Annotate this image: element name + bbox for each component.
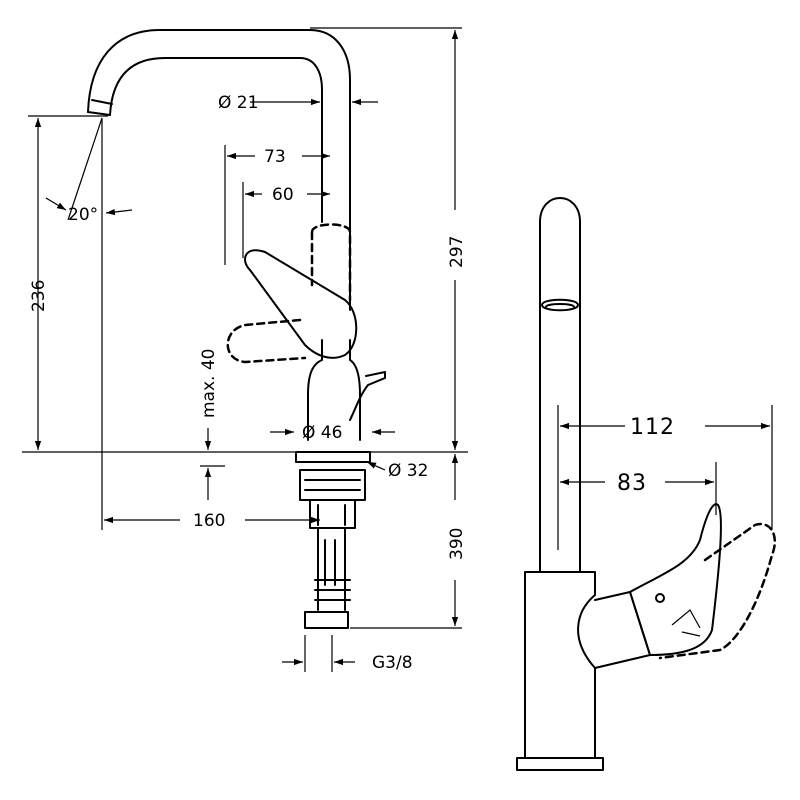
- hoses: [314, 527, 351, 611]
- label-thread: G3/8: [372, 653, 413, 673]
- lever-handle: [244, 249, 358, 359]
- mounting-nut: [299, 469, 366, 501]
- base-plate: [295, 451, 371, 463]
- faucet-body: [307, 339, 361, 441]
- hose-nut: [304, 611, 349, 629]
- side-lever-grip: [629, 503, 722, 656]
- label-angle: 20°: [68, 205, 98, 225]
- front-view: Ø 21 73 60 20° 236 297 max.: [22, 27, 468, 673]
- label-height-297: 297: [447, 236, 467, 268]
- side-tube: [539, 197, 581, 573]
- side-lever-dot: [655, 593, 665, 603]
- lever-side-dashed: [226, 318, 307, 364]
- label-dia-spout: Ø 21: [218, 93, 258, 113]
- side-base: [516, 757, 604, 771]
- label-shank-390: 390: [447, 528, 467, 560]
- spout-outer: [87, 29, 351, 311]
- side-lever-dashed: [658, 522, 777, 660]
- spout-inner: [109, 57, 323, 223]
- shank: [309, 499, 356, 529]
- label-height-236: 236: [29, 280, 49, 312]
- label-reach-73: 73: [264, 147, 286, 167]
- side-view: 112 83: [516, 197, 777, 771]
- label-dia-base: Ø 46: [302, 423, 342, 443]
- label-reach-160: 160: [193, 511, 225, 531]
- label-dia-shank: Ø 32: [388, 461, 428, 481]
- lever-up-dashed: [310, 223, 352, 302]
- aerator-tip: [87, 99, 113, 116]
- label-reach-60: 60: [272, 185, 294, 205]
- popup-rod: [349, 371, 386, 421]
- side-aerator: [541, 298, 579, 312]
- label-handle-112: 112: [630, 415, 675, 440]
- label-handle-83: 83: [617, 471, 647, 496]
- side-body: [524, 571, 596, 759]
- label-max-40: max. 40: [199, 349, 219, 418]
